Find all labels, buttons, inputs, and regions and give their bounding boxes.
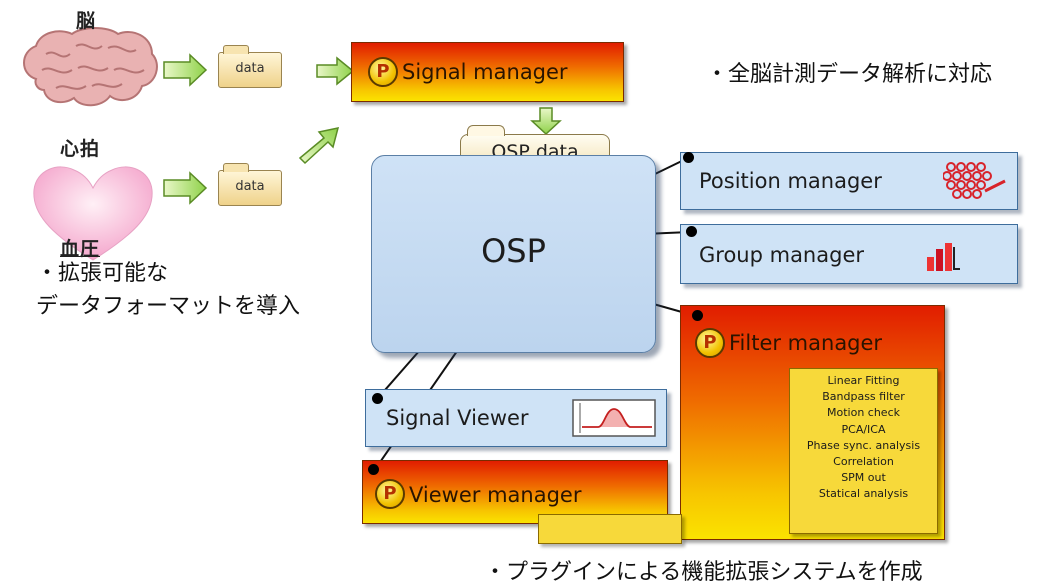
list-item[interactable]: Bandpass filter [822, 390, 905, 404]
waveform-icon [572, 399, 656, 437]
data-folder-brain: data [218, 45, 282, 88]
connector-dot-signalviewer [372, 393, 383, 404]
bp-label: 血圧 [60, 238, 101, 260]
data-folder-label: data [235, 179, 265, 194]
list-item[interactable]: PCA/ICA [841, 422, 886, 436]
filter-plugin-list: Linear Fitting Bandpass filter Motion ch… [789, 368, 938, 534]
viewer-manager-box[interactable]: P Viewer manager [362, 460, 668, 524]
data-folder-label: data [235, 61, 265, 76]
osp-label: OSP [481, 232, 546, 270]
data-folder-heart: data [218, 163, 282, 206]
connector-dot-position [683, 152, 694, 163]
arrow-diagonal-to-signal [298, 127, 340, 165]
signal-manager-box[interactable]: P Signal manager [351, 42, 624, 102]
list-item[interactable]: SPM out [841, 471, 886, 485]
group-manager-title: Group manager [699, 243, 864, 267]
position-manager-title: Position manager [699, 169, 882, 193]
annotation-left-line1: ・拡張可能な [36, 261, 169, 286]
filter-manager-title: Filter manager [729, 331, 883, 355]
arrow-heart-to-data [163, 171, 208, 205]
arrow-brain-to-data [163, 53, 208, 87]
list-item[interactable]: Phase sync. analysis [806, 438, 921, 452]
brain-label: 脳 [76, 10, 97, 32]
brain-icon [23, 27, 158, 107]
arrow-data-to-signal [316, 56, 355, 86]
list-item[interactable]: Correlation [833, 455, 894, 469]
viewer-plugin-tab [538, 514, 682, 544]
sensor-array-icon [943, 162, 1006, 199]
plugin-p-icon: P [375, 479, 405, 509]
brain-image [16, 24, 162, 112]
signal-viewer-box[interactable]: Signal Viewer [365, 389, 667, 447]
plugin-p-icon: P [368, 57, 398, 87]
heart-icon [33, 166, 153, 261]
group-manager-box[interactable]: Group manager [680, 224, 1018, 284]
position-manager-box[interactable]: Position manager [680, 152, 1018, 210]
annotation-left-line2: データフォーマットを導入 [36, 294, 301, 319]
list-item[interactable]: Motion check [827, 406, 900, 420]
connector-dot-filter [692, 310, 703, 321]
connector-dot-viewermgr [368, 464, 379, 475]
signal-viewer-title: Signal Viewer [386, 406, 529, 430]
annotation-bottom: ・プラグインによる機能拡張システムを作成 [484, 560, 923, 585]
list-item[interactable]: Statical analysis [818, 487, 909, 501]
connector-dot-group [686, 226, 697, 237]
plugin-p-icon: P [695, 328, 725, 358]
viewer-manager-title: Viewer manager [409, 483, 582, 507]
heart-image [28, 160, 158, 264]
signal-manager-title: Signal manager [402, 60, 568, 84]
bar-graph-icon [927, 243, 960, 271]
annotation-top-right: ・全脳計測データ解析に対応 [706, 62, 993, 87]
arrow-signal-to-ospdata [530, 107, 562, 136]
list-item[interactable]: Linear Fitting [827, 374, 900, 387]
heart-label: 心拍 [60, 138, 101, 160]
osp-core-box[interactable]: OSP [371, 155, 656, 353]
